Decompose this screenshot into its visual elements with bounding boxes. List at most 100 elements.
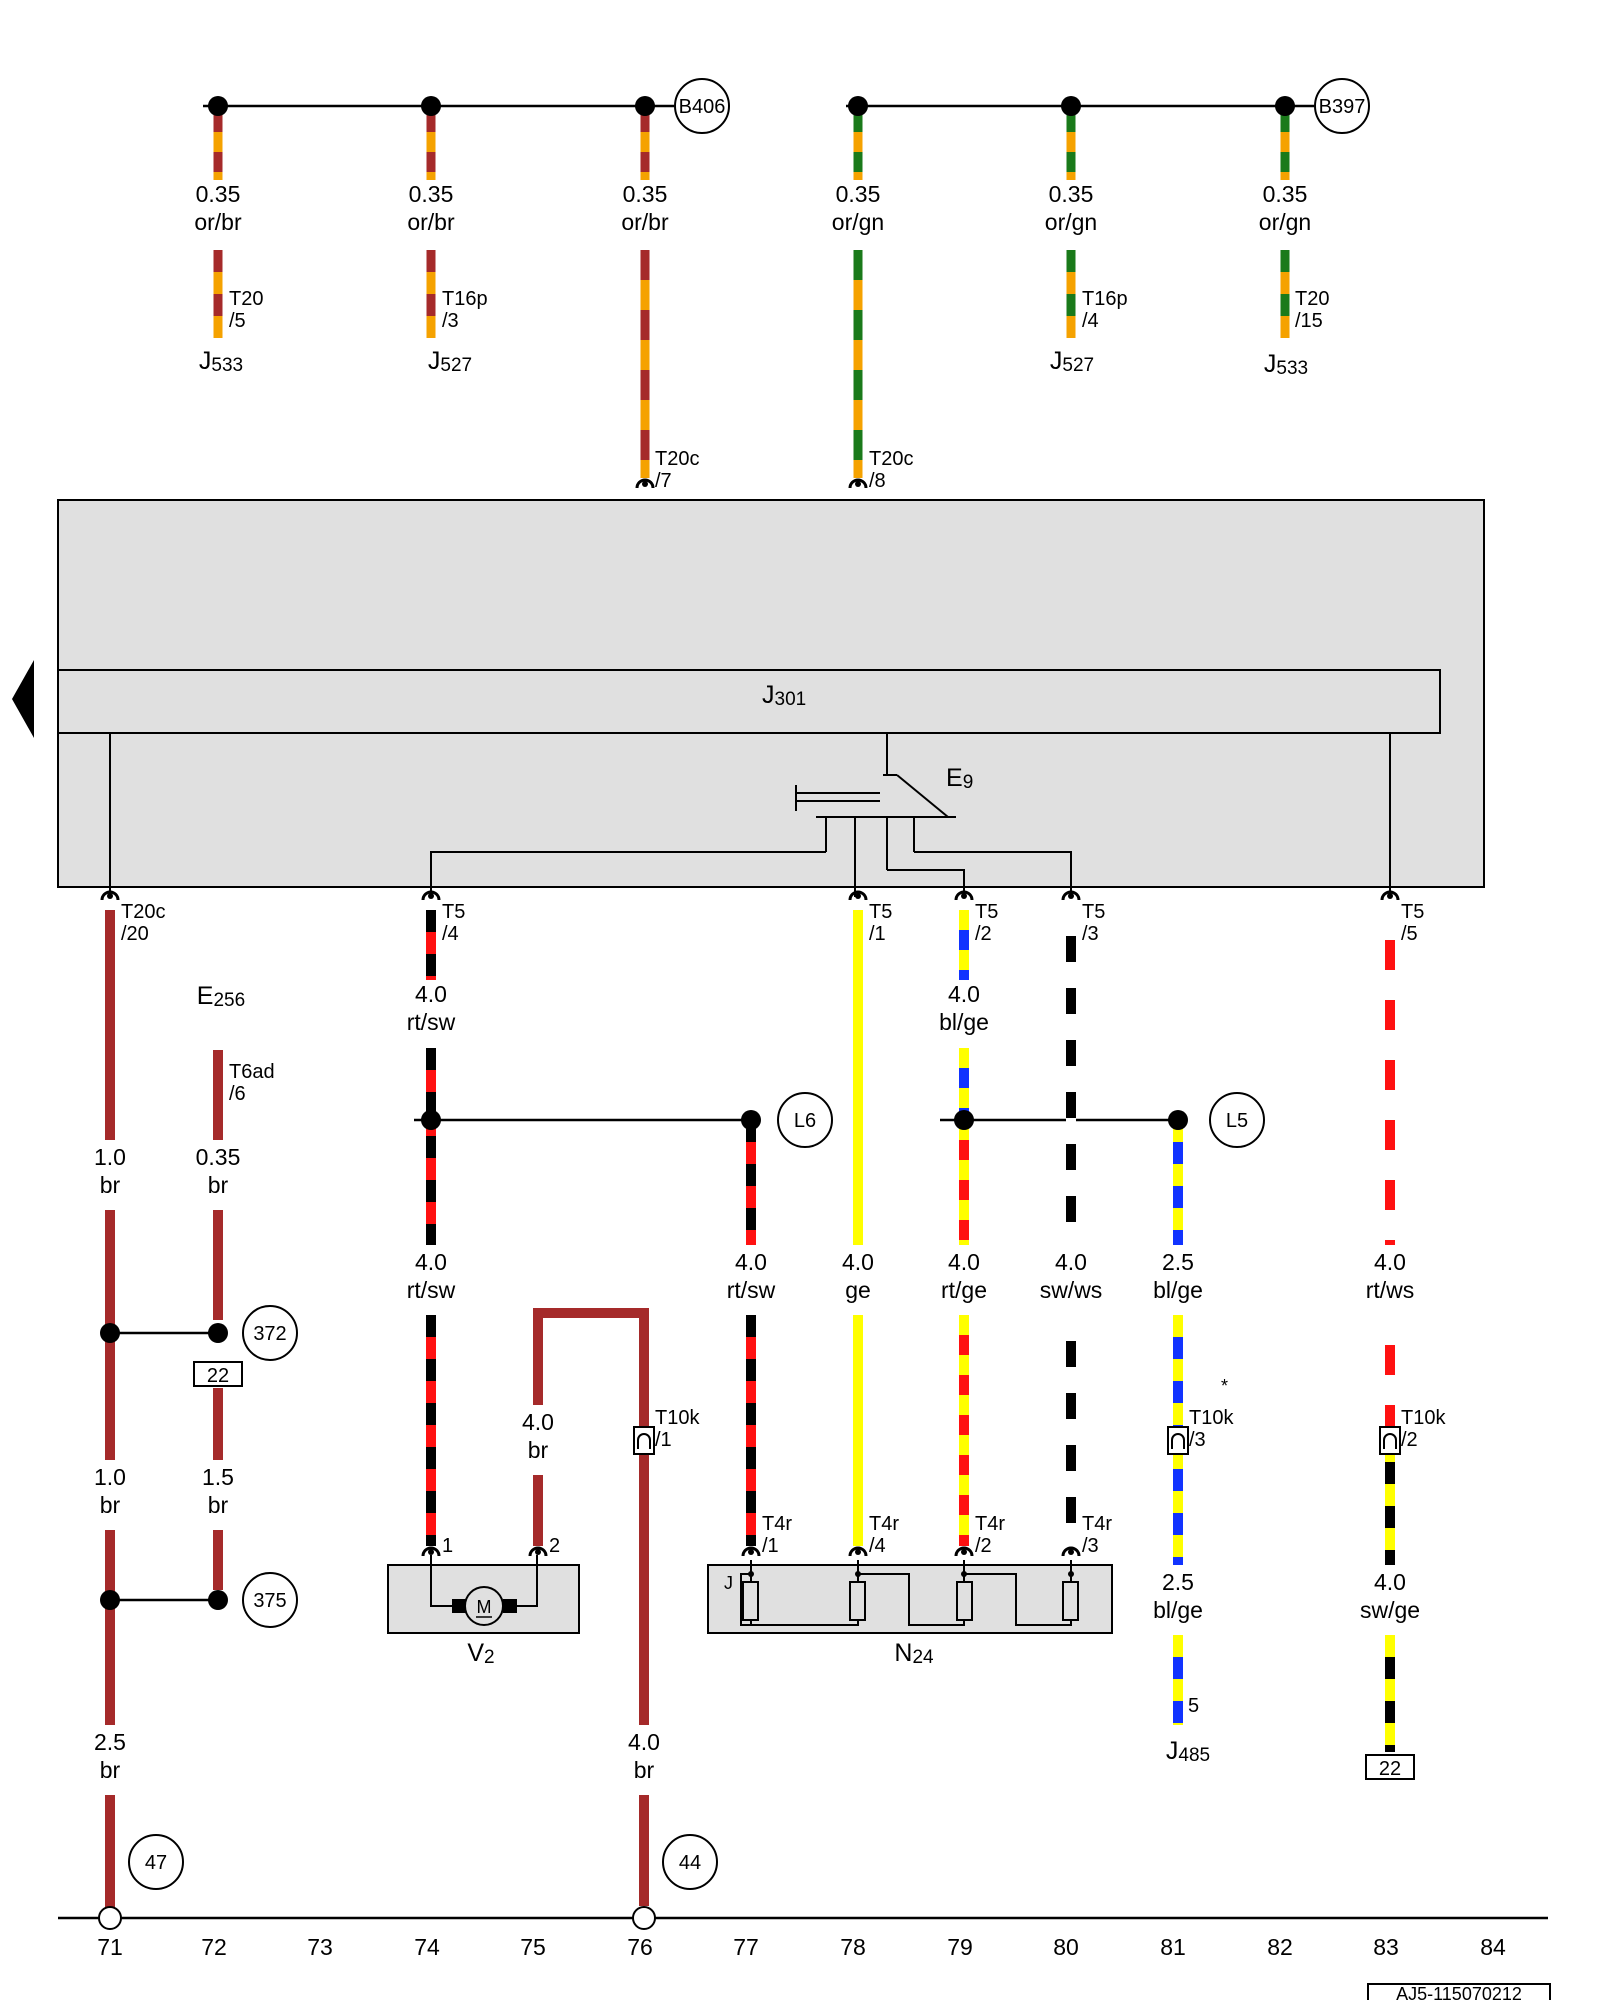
connector-pin-dot [642,481,648,487]
junction-dot [1061,96,1081,116]
inline-connector-T10k [1171,1433,1185,1449]
wire-color: br [634,1757,655,1783]
column-number: 77 [733,1934,759,1960]
connector-cup-icon [528,1546,548,1557]
component-label-layer: J533 J527 J527 J533 E256 V2 N24 J485 [197,347,1308,1766]
inline-connector-T10k [1383,1433,1397,1449]
wire-size: 4.0 [842,1249,874,1275]
connector-pin: /8 [869,470,886,492]
wire-color: rt/ge [941,1277,987,1303]
junction-dot [100,1323,120,1343]
column-number: 71 [97,1934,123,1960]
internal-line [430,851,826,897]
motor-brush [452,1599,466,1613]
wire-color: bl/ge [1153,1597,1203,1623]
wire-size: 4.0 [1055,1249,1087,1275]
junction-dot [208,96,228,116]
junction-dot [421,1110,441,1130]
wire-size: 1.0 [94,1464,126,1490]
wire-size: 4.0 [1374,1569,1406,1595]
connector-pin: /3 [1082,1535,1099,1557]
reference-circle [662,1834,718,1890]
component-label-N24: N24 [894,1639,934,1668]
reference-label: 47 [145,1852,167,1874]
junction-dot [1275,96,1295,116]
wire-size: 4.0 [948,981,980,1007]
junction-dot [208,1323,228,1343]
connector-pin: /2 [975,1535,992,1557]
wire-color: or/br [621,209,669,235]
wire-color: or/br [407,209,455,235]
connector-name: T10k [1401,1407,1446,1429]
connector-name: T20c [121,901,165,923]
motor-icon [464,1586,504,1626]
connector-name: T5 [1401,901,1424,923]
column-number: 73 [307,1934,333,1960]
connector-pin-dot [961,1549,967,1555]
connector-cup-icon [954,890,974,901]
component-label-J485: J485 [1166,1737,1210,1766]
motor-pin: 2 [549,1535,560,1557]
inline-connector-layer [633,1426,1401,1455]
wire-color: rt/sw [407,1009,456,1035]
wire-size: 4.0 [522,1409,554,1435]
connector-pin: /3 [1189,1429,1206,1451]
connector-pin: /1 [762,1535,779,1557]
resistor-wire [858,1573,965,1626]
wire-color: bl/ge [1153,1277,1203,1303]
continuation-arrow-icon [12,660,34,738]
junction-dot [1168,1110,1188,1130]
connector-name: T4r [869,1513,899,1535]
wire-color: br [100,1492,121,1518]
connector-cup-layer [100,478,1400,1557]
connector-name: T5 [975,901,998,923]
wire-size: 0.35 [836,181,881,207]
connector-pin-dot [535,1549,541,1555]
connector-name: T20 [1295,288,1329,310]
connector-pin-dot [428,893,434,899]
component-label-J527: J527 [1050,347,1094,376]
column-number: 80 [1053,1934,1079,1960]
component-label-J533: J533 [199,347,243,376]
connector-pin: /4 [869,1535,886,1557]
component-label-V2: V2 [467,1639,494,1668]
wire-color: or/gn [832,209,884,235]
component-label-J533: J533 [1264,350,1308,379]
reference-box [193,1361,243,1387]
n24-inner-label: J [724,1573,733,1593]
wire-size: 4.0 [628,1729,660,1755]
wire-color: rt/sw [727,1277,776,1303]
connector-cup-icon [100,890,120,901]
motor-pin: 1 [442,1535,453,1557]
reference-circle [674,78,730,134]
column-number: 82 [1267,1934,1293,1960]
connector-pin: /1 [869,923,886,945]
ground-point [632,1906,656,1930]
connector-pin-dot [855,1549,861,1555]
wire-size: 0.35 [623,181,668,207]
connector-pin-dot [1068,1549,1074,1555]
junction-dot [100,1590,120,1610]
reference-label: B406 [679,96,726,118]
wire-color: ge [845,1277,871,1303]
footer-code-box [1367,1983,1551,2000]
connector-cup-icon [848,890,868,901]
wire-size: 4.0 [415,981,447,1007]
reference-circle [242,1572,298,1628]
wire-label-layer: 0.35 or/br 0.35 or/br 0.35 or/br 0.35 or… [94,181,1420,1783]
reference-label: L6 [794,1110,816,1132]
wire-size: 4.0 [735,1249,767,1275]
connector-pin: /5 [1401,923,1418,945]
connector-cup-icon [421,890,441,901]
wire-layer [100,112,1395,1908]
junction-dot [954,1110,974,1130]
connector-pin: /4 [442,923,459,945]
motor-V2: M [387,1555,580,1634]
reference-box-label: 22 [207,1365,229,1387]
connector-pin-dot [961,893,967,899]
connector-pin: /2 [1401,1429,1418,1451]
junction-dot [741,1110,761,1130]
reference-circle-layer: B406 B397 L6 L5 372 375 47 44 [128,78,1370,1890]
reference-label: 372 [253,1323,286,1345]
